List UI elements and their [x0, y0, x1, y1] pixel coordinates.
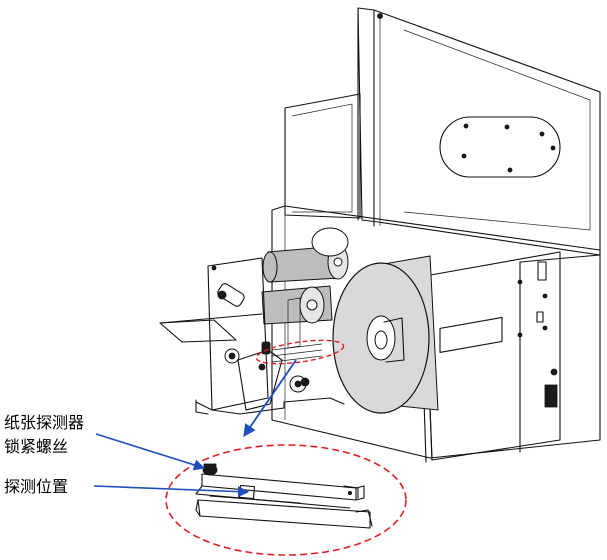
- detail-highlight-ellipse: [165, 444, 407, 556]
- arrow-icon: [95, 433, 206, 471]
- cover-window: [439, 116, 561, 178]
- side-slot: [439, 316, 503, 353]
- media-roll: [332, 255, 439, 414]
- lock-screw: [202, 463, 218, 476]
- open-top-cover: [357, 7, 601, 256]
- detection-position-label: 探测位置: [4, 477, 69, 496]
- power-socket: [544, 384, 558, 408]
- paper-sensor-detail: [195, 463, 373, 529]
- print-mechanism: [195, 257, 345, 415]
- lock-screw-label: 锁紧螺丝: [4, 437, 69, 456]
- arrow-icon: [93, 485, 250, 498]
- arrow-icon: [243, 359, 297, 438]
- sensor-area-highlight: [255, 339, 345, 365]
- ribbon-supply-roll: [262, 227, 349, 283]
- paper-sheet: [159, 319, 237, 343]
- sensor-label: 纸张探测器: [4, 413, 85, 432]
- ribbon-rewind-roll: [261, 285, 333, 325]
- print-head-lever: [217, 283, 245, 307]
- right-side-plate: [419, 251, 561, 463]
